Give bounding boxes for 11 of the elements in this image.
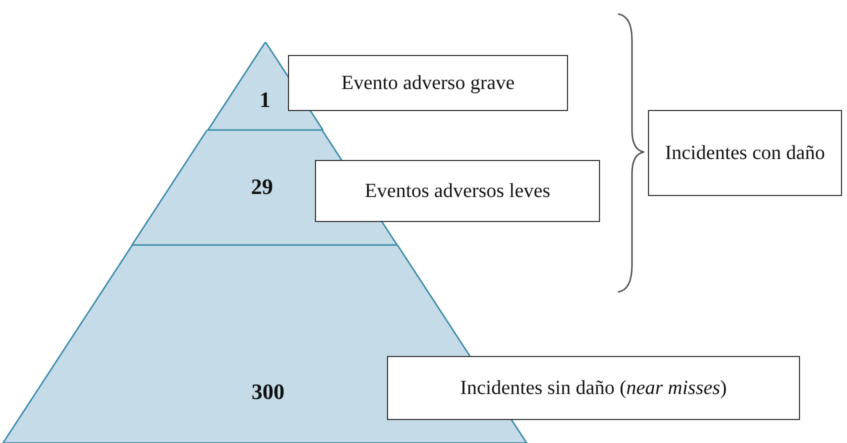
text-box: [288, 55, 568, 111]
text-box: [387, 356, 800, 420]
tier-count: 1: [259, 87, 270, 113]
box-label: Incidentes con daño: [665, 142, 825, 164]
box-label: Eventos adversos leves: [364, 180, 550, 202]
text-box: [648, 110, 842, 196]
box-label: Evento adverso grave: [341, 72, 515, 94]
tier-count: 300: [251, 379, 284, 405]
tier-count: 29: [250, 174, 273, 200]
text-box: [315, 160, 600, 222]
box-label: Incidentes sin daño (near misses): [460, 376, 727, 400]
